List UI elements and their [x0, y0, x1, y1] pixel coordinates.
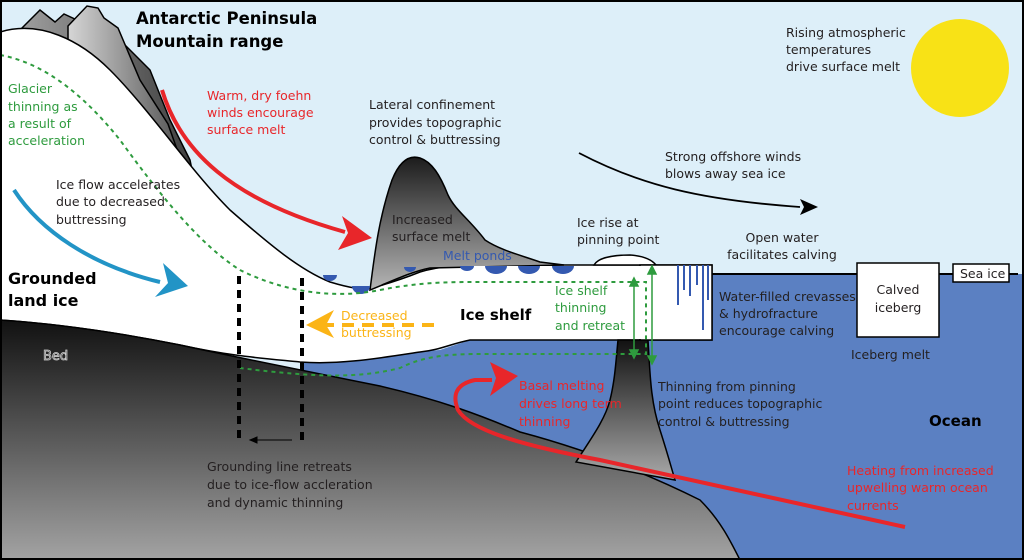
svg-text:encourage calving: encourage calving	[719, 323, 834, 338]
svg-text:Ice rise at: Ice rise at	[577, 215, 639, 230]
svg-text:facilitates calving: facilitates calving	[727, 247, 837, 262]
label-calved-iceberg: Calved iceberg	[875, 282, 922, 315]
label-glacier-thinning: Glacier thinning as a result of accelera…	[8, 81, 85, 148]
svg-text:Warm, dry foehn: Warm, dry foehn	[207, 88, 311, 103]
label-increased-surface-melt: Increased surface melt	[392, 212, 471, 244]
svg-text:acceleration: acceleration	[8, 133, 85, 148]
pinning-point	[574, 339, 677, 481]
svg-text:Rising atmospheric: Rising atmospheric	[786, 25, 906, 40]
svg-text:thinning: thinning	[519, 414, 570, 429]
label-sea-ice: Sea ice	[960, 266, 1006, 281]
label-rising-temperatures: Rising atmospheric temperatures drive su…	[786, 25, 906, 74]
label-ocean: Ocean	[929, 412, 982, 430]
svg-text:due to ice-flow accleration: due to ice-flow accleration	[207, 477, 373, 492]
grounding-retreat-arrow	[248, 436, 292, 444]
label-ice-flow: Ice flow accelerates due to decreased bu…	[56, 177, 180, 227]
label-bed: Bed	[43, 349, 68, 364]
foehn-wind-arrow	[160, 89, 372, 250]
svg-text:land ice: land ice	[8, 291, 79, 310]
svg-text:blows away sea ice: blows away sea ice	[665, 166, 786, 181]
ocean-current-arrow	[453, 362, 906, 529]
svg-text:Grounded: Grounded	[8, 269, 97, 288]
ice-flow-arrow	[12, 188, 188, 297]
svg-text:point reduces topographic: point reduces topographic	[658, 396, 823, 411]
svg-text:due to decreased: due to decreased	[56, 194, 165, 209]
svg-text:a result of: a result of	[8, 116, 72, 131]
offshore-wind-arrow	[578, 152, 818, 215]
label-ice-rise: Ice rise at pinning point	[577, 215, 660, 247]
svg-text:surface melt: surface melt	[207, 122, 286, 137]
label-melt-ponds: Melt ponds	[443, 248, 512, 263]
svg-text:currents: currents	[847, 498, 899, 513]
sea-ice	[952, 263, 1010, 283]
svg-text:control & buttressing: control & buttressing	[369, 132, 501, 147]
label-ice-shelf: Ice shelf	[460, 306, 532, 324]
svg-text:buttressing: buttressing	[56, 212, 127, 227]
svg-text:provides topographic: provides topographic	[369, 115, 502, 130]
svg-text:drives long term: drives long term	[519, 396, 622, 411]
label-title: Antarctic Peninsula Mountain range	[136, 9, 317, 51]
svg-text:drive surface melt: drive surface melt	[786, 59, 900, 74]
label-foehn-winds: Warm, dry foehn winds encourage surface …	[207, 88, 314, 137]
svg-text:surface melt: surface melt	[392, 229, 471, 244]
label-grounding-line: Grounding line retreats due to ice-flow …	[207, 459, 373, 510]
svg-text:thinning: thinning	[555, 300, 606, 315]
svg-text:Decreased: Decreased	[341, 308, 408, 323]
svg-text:Ice flow accelerates: Ice flow accelerates	[56, 177, 180, 192]
svg-text:Thinning from pinning: Thinning from pinning	[657, 379, 796, 394]
svg-text:and retreat: and retreat	[555, 318, 625, 333]
label-offshore-winds: Strong offshore winds blows away sea ice	[665, 149, 801, 181]
svg-text:Antarctic Peninsula: Antarctic Peninsula	[136, 9, 317, 28]
svg-text:Grounding line retreats: Grounding line retreats	[207, 459, 352, 474]
svg-text:Basal melting: Basal melting	[519, 378, 604, 393]
svg-text:Lateral confinement: Lateral confinement	[369, 97, 495, 112]
label-lateral-confinement: Lateral confinement provides topographic…	[369, 97, 502, 147]
ice-shelf-body	[470, 266, 710, 339]
label-heating: Heating from increased upwelling warm oc…	[847, 463, 994, 513]
svg-text:temperatures: temperatures	[786, 42, 871, 57]
svg-text:upwelling warm ocean: upwelling warm ocean	[847, 480, 988, 495]
crevasses	[677, 265, 709, 330]
svg-text:Heating from increased: Heating from increased	[847, 463, 994, 478]
decreased-buttressing-arrow	[306, 310, 436, 338]
svg-text:pinning point: pinning point	[577, 232, 660, 247]
svg-text:and dynamic thinning: and dynamic thinning	[207, 495, 343, 510]
melt-ponds	[323, 266, 574, 294]
svg-text:& hydrofracture: & hydrofracture	[719, 306, 818, 321]
svg-text:buttressing: buttressing	[341, 325, 412, 340]
calved-iceberg	[856, 262, 940, 338]
svg-text:Strong offshore winds: Strong offshore winds	[665, 149, 801, 164]
label-open-water: Open water facilitates calving	[727, 230, 837, 262]
svg-text:Ice shelf: Ice shelf	[555, 283, 608, 298]
sun-icon	[911, 19, 1009, 117]
ice-rise	[592, 254, 658, 266]
bed	[0, 319, 741, 560]
svg-text:iceberg: iceberg	[875, 300, 922, 315]
svg-text:Glacier: Glacier	[8, 81, 53, 96]
label-ice-shelf-thinning: Ice shelf thinning and retreat	[555, 283, 625, 333]
lateral-mountain	[369, 156, 565, 292]
svg-text:control & buttressing: control & buttressing	[658, 414, 790, 429]
svg-text:Water-filled crevasses: Water-filled crevasses	[719, 289, 856, 304]
svg-text:Increased: Increased	[392, 212, 453, 227]
label-iceberg-melt: Iceberg melt	[851, 347, 930, 362]
svg-text:Open water: Open water	[746, 230, 820, 245]
svg-text:Calved: Calved	[877, 282, 920, 297]
label-decreased-buttressing: Decreased buttressing	[341, 308, 412, 340]
svg-text:winds encourage: winds encourage	[207, 105, 314, 120]
svg-text:thinning as: thinning as	[8, 99, 78, 114]
thinning-outline	[0, 54, 647, 377]
label-basal-melting: Basal melting drives long term thinning	[519, 378, 622, 429]
thinning-arrows	[628, 264, 658, 366]
svg-text:Mountain range: Mountain range	[136, 32, 283, 51]
label-grounded-land-ice: Grounded land ice	[8, 269, 97, 310]
label-pinning-thinning: Thinning from pinning point reduces topo…	[657, 379, 823, 429]
label-crevasses: Water-filled crevasses & hydrofracture e…	[719, 289, 856, 338]
